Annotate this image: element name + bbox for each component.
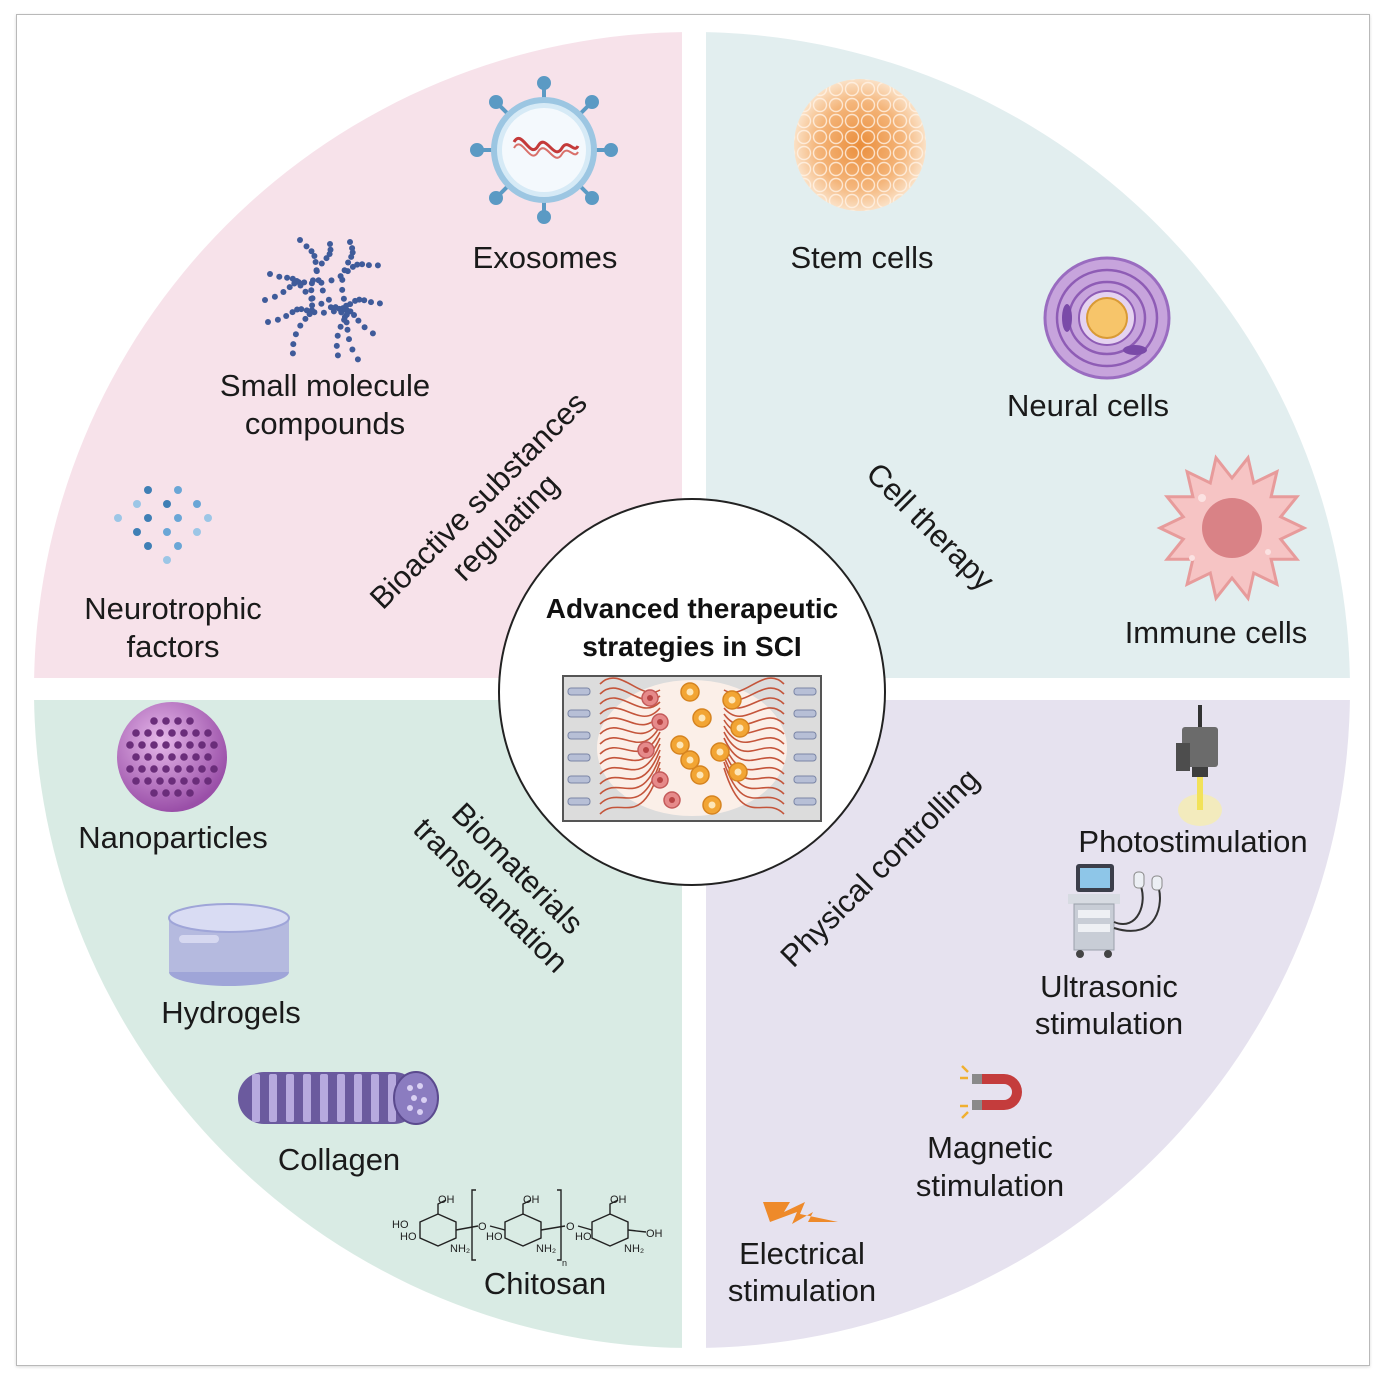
chitosan-o-1: O — [478, 1221, 487, 1233]
label-small-molecule-2: compounds — [245, 406, 405, 441]
collagen-icon — [238, 1071, 439, 1125]
label-chitosan: Chitosan — [484, 1266, 606, 1301]
ultrasound-machine-icon — [1068, 864, 1163, 958]
spinal-injury-icon — [562, 675, 822, 822]
label-magnetic-1: Magnetic — [927, 1130, 1053, 1165]
label-magnetic-2: stimulation — [916, 1168, 1064, 1203]
chitosan-ho-4: HO — [575, 1231, 592, 1243]
chitosan-n: n — [562, 1258, 567, 1268]
stem-cell-icon — [794, 79, 926, 211]
lightning-icon — [763, 1202, 838, 1224]
label-ultrasonic-1: Ultrasonic — [1040, 969, 1178, 1004]
quadrant-bottom-right — [706, 700, 1350, 1348]
label-exosomes: Exosomes — [473, 240, 618, 275]
chitosan-ho-1: HO — [392, 1219, 409, 1231]
center-hub: Advanced therapeutic strategies in SCI — [498, 498, 886, 886]
label-small-molecule-1: Small molecule — [220, 368, 430, 403]
nanoparticle-icon — [117, 702, 227, 812]
label-collagen: Collagen — [278, 1142, 400, 1177]
chitosan-oh-4: OH — [646, 1228, 663, 1240]
photostimulation-icon — [1176, 705, 1222, 826]
label-electrical-2: stimulation — [728, 1273, 876, 1308]
neurotrophic-dots-icon — [114, 486, 212, 564]
magnet-icon — [960, 1065, 1022, 1119]
chitosan-oh-1: OH — [438, 1194, 455, 1206]
label-ultrasonic-2: stimulation — [1035, 1006, 1183, 1041]
chitosan-oh-3: OH — [610, 1194, 627, 1206]
label-neural-cells: Neural cells — [1007, 388, 1169, 423]
molecule-chain-icon — [262, 237, 383, 363]
label-hydrogels: Hydrogels — [161, 995, 301, 1030]
chitosan-ho-3: HO — [486, 1231, 503, 1243]
hydrogel-icon — [168, 903, 290, 986]
immune-cell-icon — [1156, 454, 1308, 602]
exosome-icon — [470, 76, 618, 224]
label-stem-cells: Stem cells — [791, 240, 934, 275]
label-neurotrophic-2: factors — [126, 629, 219, 664]
chitosan-nh2-2: NH₂ — [536, 1243, 556, 1255]
label-neurotrophic-1: Neurotrophic — [84, 591, 261, 626]
label-electrical-1: Electrical — [739, 1236, 865, 1271]
center-title-line2: strategies in SCI — [582, 631, 801, 662]
chitosan-nh2-3: NH₂ — [624, 1243, 644, 1255]
chitosan-o-2: O — [566, 1221, 575, 1233]
label-photostimulation: Photostimulation — [1078, 824, 1307, 859]
quadrant-bottom-left — [34, 700, 682, 1348]
center-title-line1: Advanced therapeutic — [546, 593, 839, 624]
chitosan-nh2-1: NH₂ — [450, 1243, 470, 1255]
label-immune-cells: Immune cells — [1125, 615, 1308, 650]
chitosan-oh-2: OH — [523, 1194, 540, 1206]
neural-cell-icon — [1043, 256, 1171, 380]
chitosan-structure-icon: OH OH OH HO HO HO HO OH NH₂ NH₂ NH₂ O O … — [392, 1189, 663, 1268]
label-nanoparticles: Nanoparticles — [78, 820, 268, 855]
chitosan-ho-2: HO — [400, 1231, 417, 1243]
